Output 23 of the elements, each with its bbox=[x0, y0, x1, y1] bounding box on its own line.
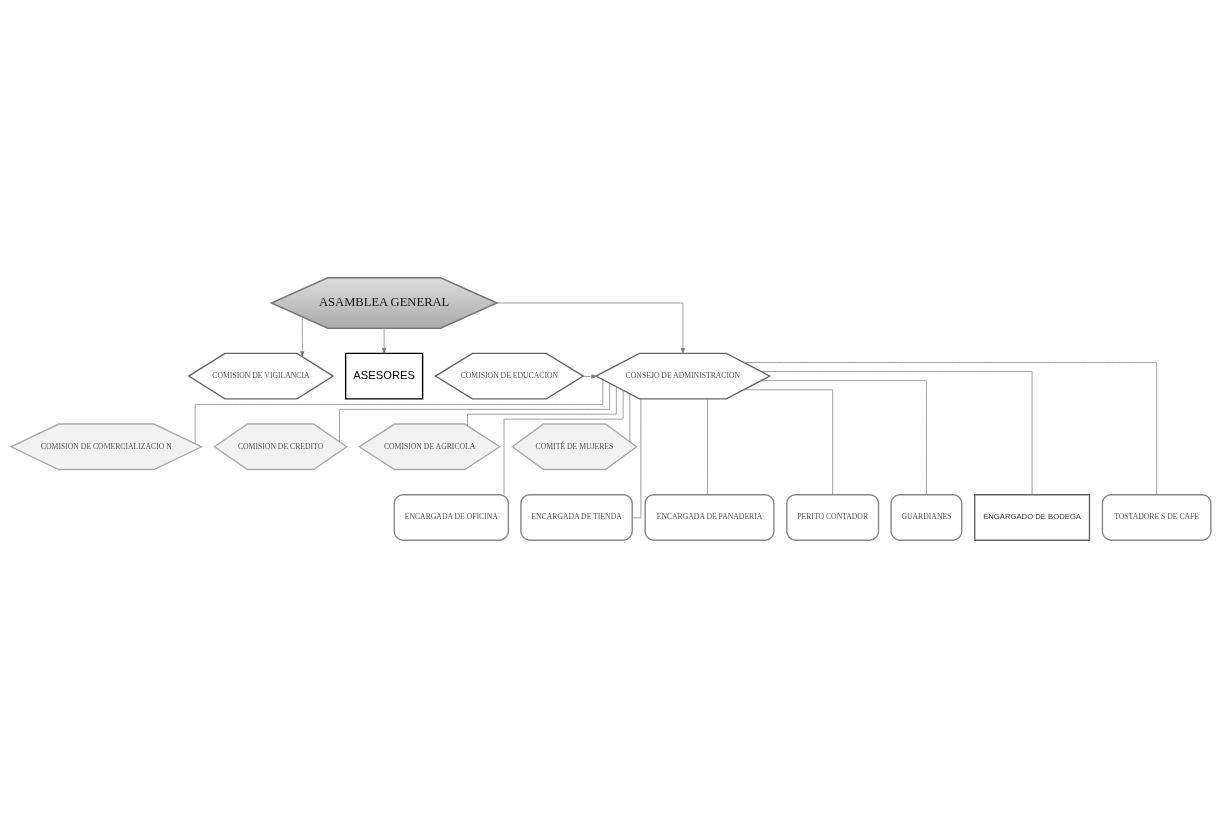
connector bbox=[743, 389, 833, 495]
arrow bbox=[300, 316, 305, 357]
connector bbox=[194, 379, 604, 444]
arrow bbox=[382, 328, 387, 354]
node-box: PERITO CONTADOR bbox=[786, 494, 880, 541]
connector bbox=[760, 371, 1033, 495]
connector bbox=[631, 398, 642, 519]
arrow bbox=[582, 374, 597, 379]
connector bbox=[707, 398, 708, 496]
connector bbox=[743, 362, 1157, 495]
connector bbox=[760, 380, 927, 495]
connector bbox=[467, 386, 617, 427]
node-box: ENGARGADO DE BODEGA bbox=[974, 494, 1091, 541]
node-box: ENCARGADA DE PANADERIA bbox=[644, 494, 775, 541]
connector bbox=[339, 383, 610, 442]
node-box: TOSTADORE S DE CAFE bbox=[1101, 494, 1212, 541]
node-box: ENCARGADA DE TIENDA bbox=[520, 494, 633, 541]
node-box: GUARDIANES bbox=[890, 494, 963, 541]
arrow bbox=[496, 302, 685, 354]
node-box: ENCARGADA DE OFICINA bbox=[393, 494, 510, 541]
connector bbox=[503, 390, 624, 495]
connector bbox=[629, 393, 631, 443]
node-box: ASESORES bbox=[344, 352, 424, 400]
